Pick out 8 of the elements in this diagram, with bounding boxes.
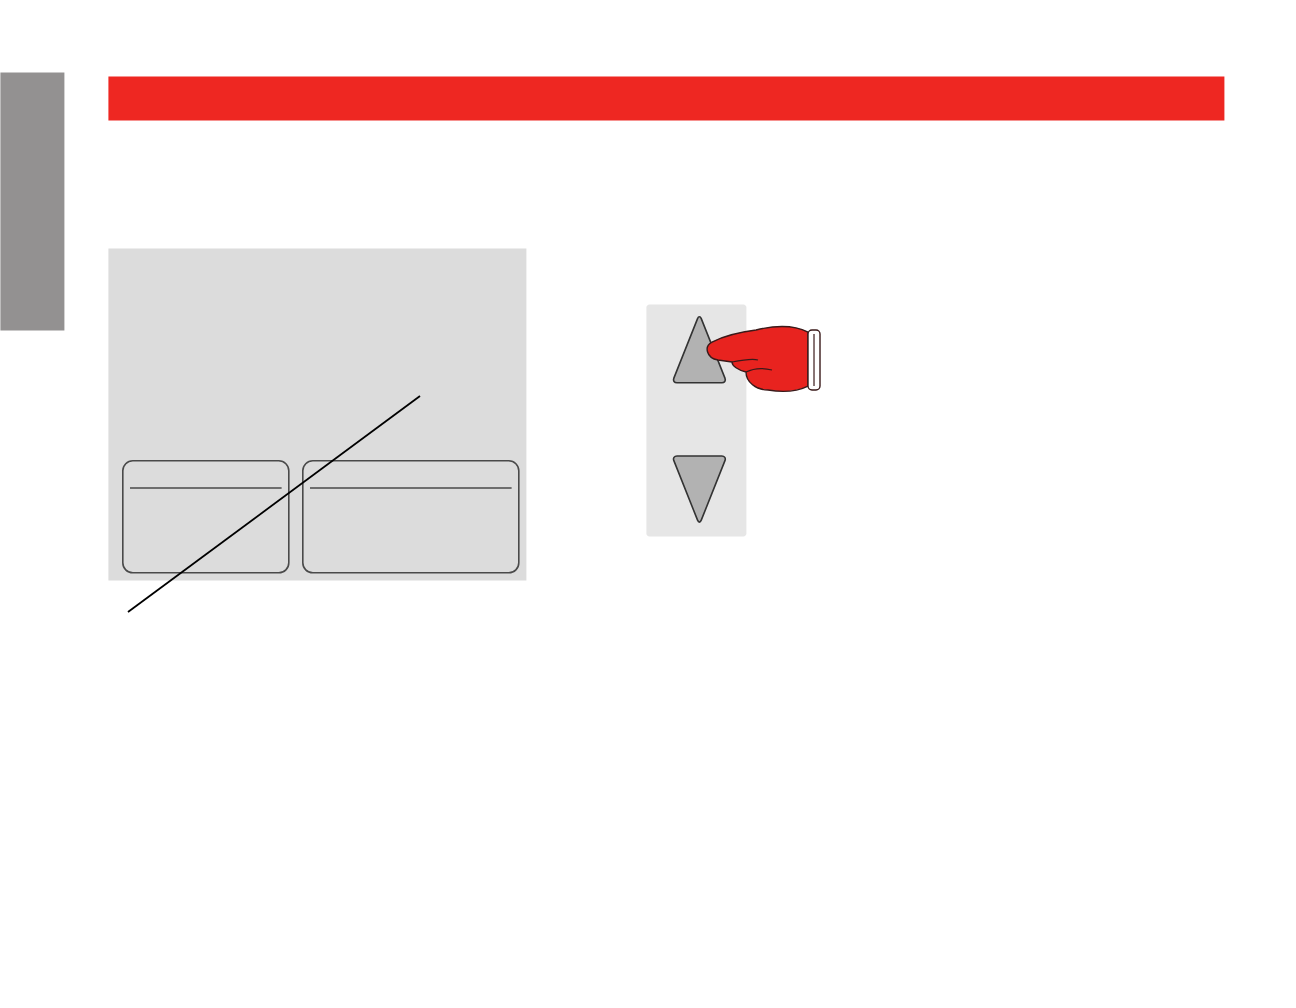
side-tab <box>0 72 65 331</box>
display-panel <box>108 248 527 581</box>
up-arrow-button <box>672 315 727 384</box>
leader-line <box>127 395 421 613</box>
display-window <box>122 460 290 574</box>
header-bar <box>108 76 1225 121</box>
down-arrow-button <box>672 455 727 523</box>
display-window <box>302 460 520 574</box>
